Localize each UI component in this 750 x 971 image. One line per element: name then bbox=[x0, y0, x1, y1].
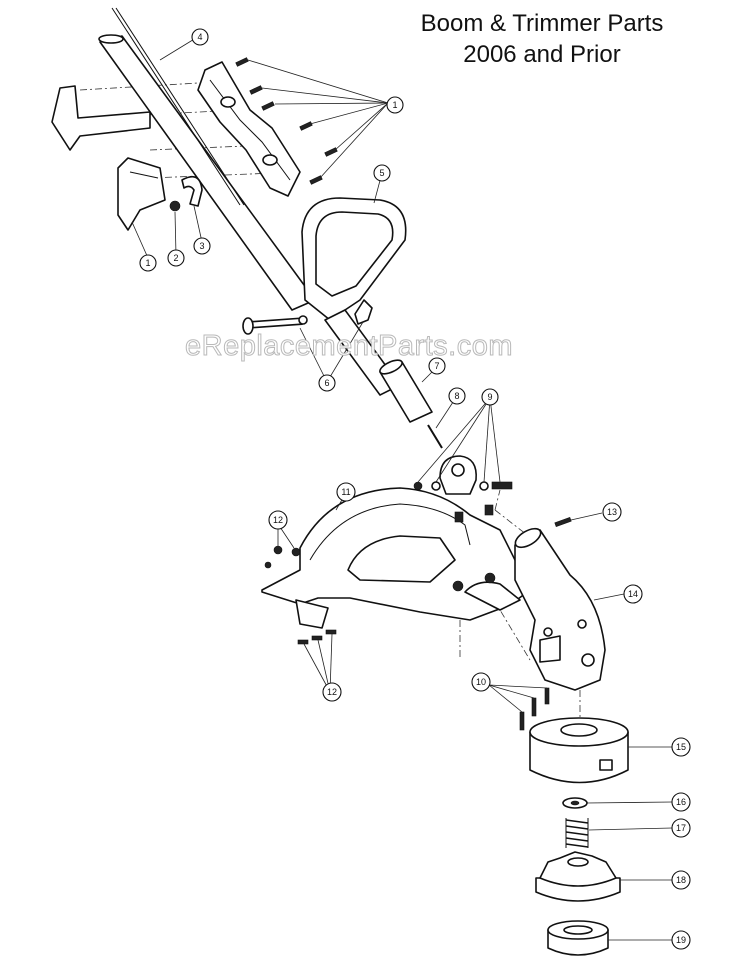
nut-part-2 bbox=[169, 200, 181, 212]
svg-text:1: 1 bbox=[145, 258, 150, 268]
svg-text:5: 5 bbox=[379, 168, 384, 178]
pin-part-8 bbox=[427, 424, 443, 449]
svg-text:2: 2 bbox=[173, 253, 178, 263]
svg-text:15: 15 bbox=[676, 742, 686, 752]
diagram-title: Boom & Trimmer Parts 2006 and Prior bbox=[362, 8, 722, 70]
wing-nut bbox=[354, 299, 373, 325]
callout-1a: 1 bbox=[386, 96, 404, 114]
svg-text:17: 17 bbox=[676, 823, 686, 833]
callout-13: 13 bbox=[602, 502, 622, 522]
svg-text:12: 12 bbox=[327, 687, 337, 697]
callout-11: 11 bbox=[336, 482, 356, 502]
callout-15: 15 bbox=[671, 737, 691, 757]
spool-housing bbox=[529, 717, 629, 784]
svg-text:8: 8 bbox=[454, 391, 459, 401]
spring bbox=[565, 818, 589, 848]
svg-text:7: 7 bbox=[434, 361, 439, 371]
title-line-2: 2006 and Prior bbox=[463, 41, 621, 68]
callout-6: 6 bbox=[318, 374, 336, 392]
leader-lines bbox=[131, 37, 676, 941]
bump-knob bbox=[547, 920, 609, 956]
callout-1b: 1 bbox=[139, 254, 157, 272]
spool bbox=[535, 851, 621, 902]
callout-5: 5 bbox=[373, 164, 391, 182]
callout-16: 16 bbox=[671, 792, 691, 812]
svg-text:10: 10 bbox=[476, 677, 486, 687]
gearhead-housing bbox=[514, 527, 606, 691]
title-line-1: Boom & Trimmer Parts bbox=[420, 10, 664, 37]
callout-17: 17 bbox=[671, 818, 691, 838]
svg-text:9: 9 bbox=[487, 392, 492, 402]
screw-part-13 bbox=[554, 516, 572, 528]
callout-4: 4 bbox=[191, 28, 209, 46]
callout-18: 18 bbox=[671, 870, 691, 890]
callout-12a: 12 bbox=[268, 510, 288, 530]
callout-8: 8 bbox=[448, 387, 466, 405]
boom-tube-upper bbox=[98, 7, 316, 311]
svg-text:6: 6 bbox=[324, 378, 329, 388]
clamp-half-left bbox=[51, 85, 166, 231]
svg-text:19: 19 bbox=[676, 935, 686, 945]
guard-clamp bbox=[439, 455, 477, 495]
callout-2: 2 bbox=[167, 249, 185, 267]
svg-text:14: 14 bbox=[628, 589, 638, 599]
svg-text:1: 1 bbox=[392, 100, 397, 110]
svg-text:11: 11 bbox=[341, 487, 350, 497]
clamp-screws bbox=[235, 57, 338, 185]
svg-text:12: 12 bbox=[273, 515, 283, 525]
loop-handle bbox=[301, 197, 407, 321]
svg-text:16: 16 bbox=[676, 797, 686, 807]
svg-text:4: 4 bbox=[197, 32, 202, 42]
callout-10: 10 bbox=[471, 672, 491, 692]
svg-text:3: 3 bbox=[199, 241, 204, 251]
callout-14: 14 bbox=[623, 584, 643, 604]
callout-9: 9 bbox=[481, 388, 499, 406]
callout-19: 19 bbox=[671, 930, 691, 950]
washer bbox=[562, 797, 588, 809]
callout-3: 3 bbox=[193, 237, 211, 255]
handle-bolt bbox=[242, 315, 308, 335]
callout-7: 7 bbox=[428, 357, 446, 375]
clip-part-3 bbox=[181, 175, 203, 207]
svg-text:18: 18 bbox=[676, 875, 686, 885]
tube-sleeve-part-7 bbox=[379, 359, 433, 423]
guard-bolts bbox=[452, 504, 496, 592]
watermark-text: eReplacementParts.com bbox=[184, 330, 514, 363]
guard-fasteners bbox=[264, 545, 337, 645]
svg-text:13: 13 bbox=[607, 507, 617, 517]
callout-12b: 12 bbox=[322, 682, 342, 702]
clamp-half-right bbox=[197, 61, 301, 197]
